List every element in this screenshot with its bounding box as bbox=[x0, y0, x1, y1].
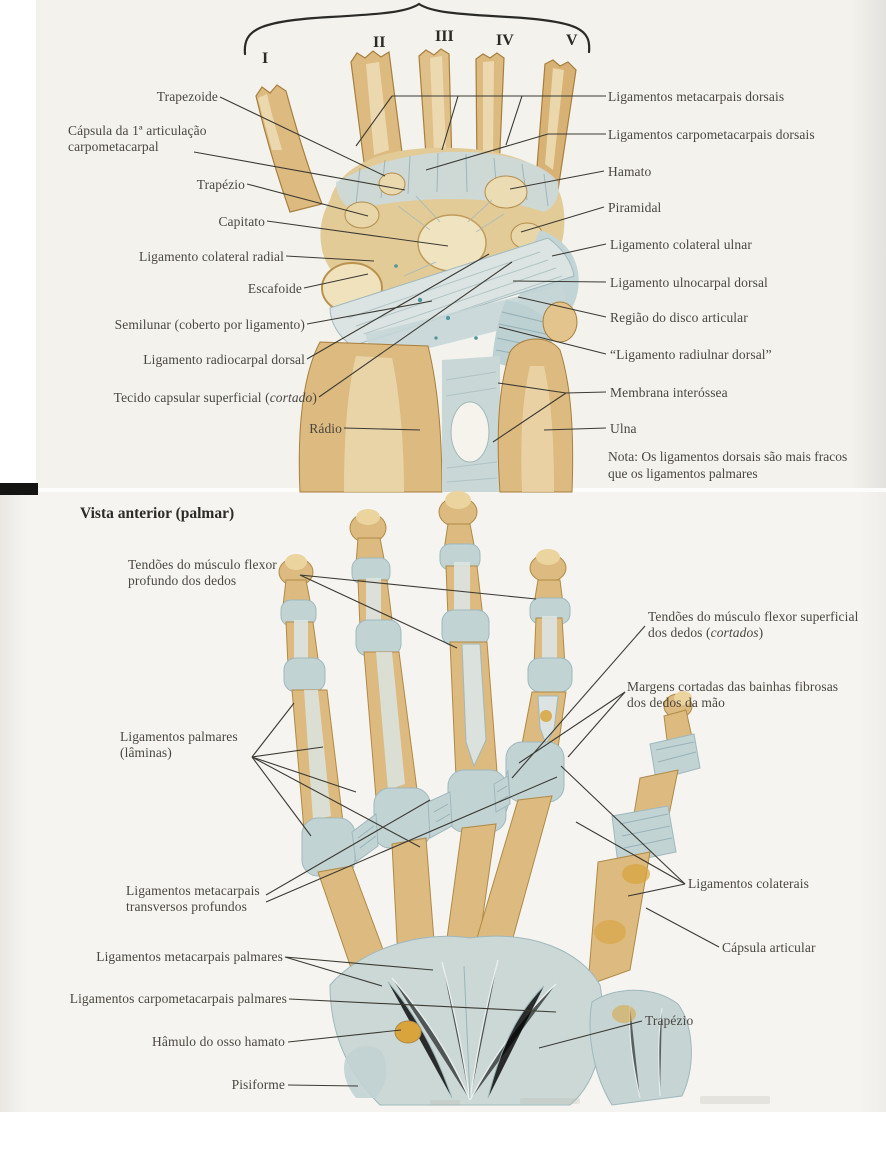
label-ligamentos-carpometacarpais-dorsais: Ligamentos carpometacarpais dorsais bbox=[608, 127, 815, 142]
ulnar-styloid bbox=[542, 301, 578, 343]
digit-brace bbox=[243, 2, 591, 56]
label-tecido-post: ) bbox=[312, 390, 317, 405]
label-tendoes-flexor-superficial: Tendões do músculo flexor superficial do… bbox=[648, 609, 878, 641]
trapezium-ligament-mass bbox=[589, 989, 692, 1106]
ring-finger bbox=[349, 509, 439, 999]
label-hamato: Hamato bbox=[608, 164, 652, 179]
label-tecido-capsular: Tecido capsular superficial (cortado) bbox=[114, 390, 317, 406]
scan-edge-black-bar bbox=[0, 483, 38, 495]
label-ligamento-radiulnar-dorsal: “Ligamento radiulnar dorsal” bbox=[610, 347, 772, 362]
trapezoid-bone bbox=[378, 172, 406, 196]
label-capitato: Capitato bbox=[218, 214, 265, 229]
label-ligamentos-metacarpais-palmares: Ligamentos metacarpais palmares bbox=[96, 949, 283, 964]
pisiform-region bbox=[344, 1045, 387, 1098]
label-ligamento-colateral-radial: Ligamento colateral radial bbox=[138, 249, 284, 264]
membrane-opening bbox=[450, 401, 490, 463]
label-trapezio-dorsal: Trapézio bbox=[196, 177, 245, 192]
digit-numeral-4: IV bbox=[496, 32, 514, 49]
hamulus bbox=[394, 1020, 422, 1044]
label-tecido-italic: cortado bbox=[269, 390, 313, 405]
palmar-hand-illustration bbox=[278, 491, 701, 1106]
label-capsula-articular: Cápsula articular bbox=[722, 940, 816, 955]
dorsal-leader-lines bbox=[193, 95, 607, 443]
label-piramidal: Piramidal bbox=[608, 200, 662, 215]
label-ligamentos-colaterais: Ligamentos colaterais bbox=[688, 876, 809, 891]
label-trapezoide: Trapezoide bbox=[156, 89, 218, 104]
label-superficial-italic: cortados bbox=[710, 624, 759, 640]
label-membrana-interossea: Membrana interóssea bbox=[610, 385, 728, 400]
label-margens-cortadas-bainhas: Margens cortadas das bainhas fibrosas do… bbox=[627, 679, 839, 710]
label-tecido-pre: Tecido capsular superficial ( bbox=[113, 390, 270, 405]
teal-accents bbox=[394, 264, 478, 340]
palmar-leader-lines bbox=[251, 574, 720, 1087]
label-escafoide: Escafoide bbox=[247, 281, 302, 296]
label-radio: Rádio bbox=[309, 421, 342, 436]
label-hamulo-osso-hamato: Hâmulo do osso hamato bbox=[152, 1034, 285, 1049]
label-regiao-disco-articular: Região do disco articular bbox=[610, 310, 748, 325]
label-semilunar: Semilunar (coberto por ligamento) bbox=[114, 317, 305, 332]
cropped-caption-fragment bbox=[520, 1098, 580, 1104]
label-ligamentos-metacarpais-dorsais: Ligamentos metacarpais dorsais bbox=[608, 89, 785, 104]
label-ligamento-ulnocarpal-dorsal: Ligamento ulnocarpal dorsal bbox=[610, 275, 768, 290]
label-trapezio-palmar: Trapézio bbox=[645, 1013, 694, 1028]
label-tendoes-flexor-profundo: Tendões do músculo flexor profundo dos d… bbox=[128, 557, 277, 588]
label-ligamento-radiocarpal-dorsal: Ligamento radiocarpal dorsal bbox=[143, 352, 305, 367]
palmar-view-title: Vista anterior (palmar) bbox=[80, 505, 235, 522]
label-ulna: Ulna bbox=[610, 421, 637, 436]
digit-numeral-2: II bbox=[373, 34, 386, 51]
hamate-bone bbox=[484, 175, 528, 209]
label-superficial-pre: Tendões do músculo flexor superficial do… bbox=[648, 609, 859, 640]
label-ligamentos-palmares: Ligamentos palmares (lâminas) bbox=[120, 729, 238, 760]
label-ligamentos-metacarpais-transversos: Ligamentos metacarpais transversos profu… bbox=[126, 883, 260, 914]
label-capsula-1a-cmc: Cápsula da 1ª articulação carpometacarpa… bbox=[68, 123, 207, 154]
digit-numeral-1: I bbox=[262, 50, 269, 67]
label-ligamento-colateral-ulnar: Ligamento colateral ulnar bbox=[610, 237, 752, 252]
digit-numeral-5: V bbox=[566, 32, 578, 49]
dorsal-note: Nota: Os ligamentos dorsais são mais fra… bbox=[608, 449, 848, 481]
thumb bbox=[587, 691, 701, 986]
digit-numeral-3: III bbox=[435, 28, 454, 45]
cropped-caption-fragment bbox=[700, 1096, 770, 1104]
label-pisiforme: Pisiforme bbox=[231, 1077, 285, 1092]
trapezium-bone bbox=[344, 201, 380, 229]
dorsal-hand-illustration bbox=[255, 48, 579, 493]
transverse-metacarpal-ligament bbox=[351, 769, 511, 863]
cropped-caption-fragment bbox=[430, 1100, 460, 1105]
label-superficial-post: ) bbox=[758, 624, 764, 640]
label-ligamentos-carpometacarpais-palmares: Ligamentos carpometacarpais palmares bbox=[69, 991, 287, 1006]
